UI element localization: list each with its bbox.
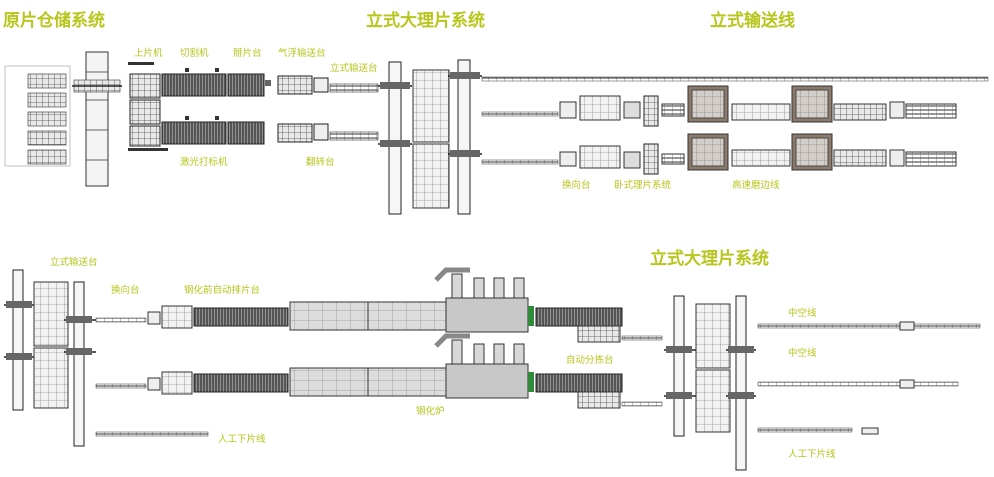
- label-flip-table: 翻转台: [306, 157, 335, 168]
- label-horizontal-sorting: 卧式理片系统: [614, 180, 672, 191]
- label-turning-table-top: 换向台: [562, 180, 591, 191]
- label-breaking-table: 掰片台: [233, 48, 262, 59]
- insulating-lines: [757, 321, 981, 435]
- vertical-sorting-bottom: [664, 295, 756, 471]
- label-insulating-line-2: 中空线: [788, 348, 817, 359]
- title-raw-storage: 原片仓储系统: [3, 11, 105, 31]
- tempering-line-lower: [95, 333, 663, 409]
- title-vertical-sorting-top: 立式大理片系统: [366, 11, 485, 31]
- label-manual-unload-right: 人工下片线: [788, 449, 836, 460]
- title-vertical-conveyor-line: 立式输送线: [710, 11, 795, 31]
- label-insulating-line-1: 中空线: [788, 308, 817, 319]
- label-pre-temper-arrange: 钢化前自动排片台: [184, 285, 261, 296]
- cutting-line-lower: [128, 99, 379, 151]
- label-tempering-furnace: 钢化炉: [416, 406, 445, 417]
- label-high-speed-edging: 高速磨边线: [732, 180, 780, 191]
- label-laser-marker: 激光打标机: [180, 157, 228, 168]
- label-air-float-table: 气浮输送台: [278, 48, 326, 59]
- label-cutter: 切割机: [180, 48, 209, 59]
- label-auto-sorting-table: 自动分拣台: [566, 355, 614, 366]
- label-turning-table-bottom: 换向台: [111, 285, 140, 296]
- label-vertical-conveyor-table-top: 立式输送台: [330, 63, 378, 74]
- label-loader: 上片机: [134, 48, 163, 59]
- vertical-conveyor-bottom-left: [4, 269, 96, 447]
- manual-unload-line-left: [95, 431, 209, 437]
- cutting-line-upper: [128, 62, 379, 99]
- label-manual-unload-left: 人工下片线: [218, 434, 266, 445]
- vertical-conveyor-lines: [481, 76, 989, 175]
- tempering-line-upper: [95, 267, 663, 343]
- raw-storage-area: [4, 51, 122, 187]
- vertical-sorting-top: [378, 59, 482, 215]
- label-vertical-conveyor-table-bottom: 立式输送台: [50, 257, 98, 268]
- title-vertical-sorting-bottom: 立式大理片系统: [650, 249, 769, 269]
